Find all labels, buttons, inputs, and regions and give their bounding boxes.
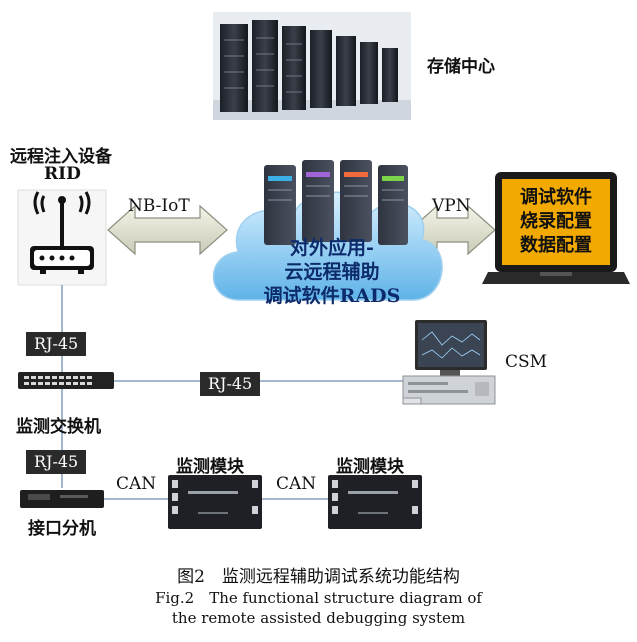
nbiot-label: NB-IoT [128, 196, 190, 216]
csm-workstation-icon [402, 320, 496, 405]
storage-center-label: 存储中心 [427, 57, 495, 77]
network-switch-icon [18, 372, 114, 389]
cloud-label-line1: 对外应用- [290, 237, 374, 259]
monitoring-module-b-icon [328, 475, 422, 529]
server-rack-icons [264, 160, 408, 245]
module-label-a: 监测模块 [176, 457, 244, 477]
interface-splitter-icon [20, 490, 104, 508]
laptop-text-line1: 调试软件 [520, 187, 592, 208]
figure-caption-cn: 图2 监测远程辅助调试系统功能结构 [177, 567, 460, 587]
cloud-label-line3: 调试软件RADS [263, 285, 401, 307]
rid-label-line2: RID [44, 164, 81, 184]
rj45-tag-switch: RJ-45 [26, 450, 87, 474]
laptop-text-line3: 数据配置 [520, 235, 592, 256]
csm-label: CSM [505, 352, 548, 372]
switch-label: 监测交换机 [16, 417, 101, 437]
router-icon [17, 189, 107, 286]
laptop-text-line2: 烧录配置 [520, 211, 592, 232]
figure-caption-en-line1: Fig.2 The functional structure diagram o… [155, 589, 482, 607]
cloud-label-line2: 云远程辅助 [284, 261, 380, 283]
can-label-b: CAN [276, 474, 317, 494]
laptop-icon [482, 172, 630, 284]
datacenter-image [213, 12, 411, 120]
vpn-label: VPN [432, 196, 471, 216]
rj45-tag-rid: RJ-45 [26, 332, 87, 356]
rid-label-line1: 远程注入设备 [10, 147, 112, 167]
nbiot-double-arrow [107, 204, 228, 256]
figure-caption-en-line2: the remote assisted debugging system [171, 609, 466, 627]
rj45-tag-csm: RJ-45 [200, 372, 261, 396]
splitter-label: 接口分机 [28, 519, 96, 539]
cloud-label: 对外应用- 云远程辅助 调试软件RADS [262, 236, 402, 308]
monitoring-module-a-icon [168, 475, 262, 529]
module-label-b: 监测模块 [336, 457, 404, 477]
laptop-screen-text: 调试软件 烧录配置 数据配置 [502, 186, 610, 258]
can-label-a: CAN [116, 474, 157, 494]
